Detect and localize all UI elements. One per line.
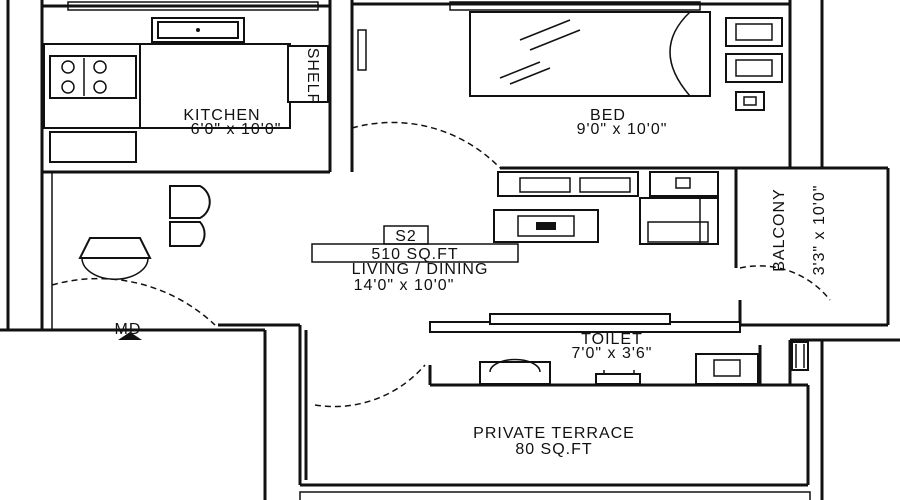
bed-icon [469,11,711,97]
unit-area-box [311,243,519,263]
kitchen-size: 6'0" x 10'0" [191,121,282,138]
main-door-swing [51,277,216,326]
toilet-fixtures [429,313,809,385]
living-size: 14'0" x 10'0" [354,277,455,294]
basin-icon [595,370,641,385]
terrace-size: 80 SQ.FT [515,441,592,458]
window-icon [791,341,809,371]
dining-chair-icon [78,185,211,280]
balcony-label: BALCONY [771,188,788,271]
terrace-door-swing [314,364,426,408]
living-label: LIVING / DINING [352,261,489,278]
wc-icon [479,358,551,385]
stove-icon [49,55,137,99]
bed-fixtures [357,11,783,111]
bed-door-swing [351,121,501,169]
sofa-icon [497,171,719,245]
main-door-arrow-icon [118,332,142,340]
kitchen-label: KITCHEN [183,107,260,124]
bedside-table-icon [725,17,783,111]
toilet-label: TOILET [581,331,643,348]
kitchen-fixtures [43,17,329,163]
main-door-label: MD [115,321,142,338]
balcony-door-swing [739,265,831,301]
unit-area: 510 SQ.FT [371,246,458,263]
bed-size: 9'0" x 10'0" [577,121,668,138]
toilet-size: 7'0" x 3'6" [572,345,653,362]
terrace-label: PRIVATE TERRACE [473,425,635,442]
unit-code: S2 [395,228,417,245]
living-furniture [51,121,831,408]
shower-icon [695,353,759,385]
balcony-size: 3'3" x 10'0" [811,185,828,276]
shelf-label: SHELF [304,48,321,105]
tv-unit-icon [493,209,599,243]
bed-label: BED [590,107,626,124]
labels: KITCHEN 6'0" x 10'0" SHELF BED 9'0" x 10… [115,48,828,458]
